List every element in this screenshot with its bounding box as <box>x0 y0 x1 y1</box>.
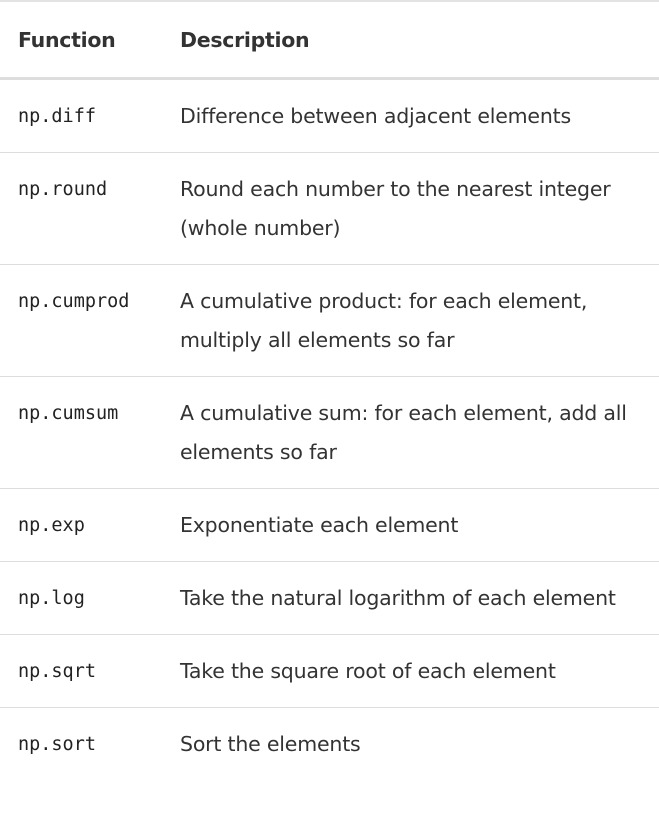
description-cell: Exponentiate each element <box>162 488 659 562</box>
table-row: np.sqrt Take the square root of each ele… <box>0 634 659 708</box>
function-cell: np.cumsum <box>0 376 162 489</box>
description-cell: Take the square root of each element <box>162 634 659 708</box>
description-cell: Difference between adjacent elements <box>180 104 571 128</box>
description-cell: Round each number to the nearest integer… <box>162 152 659 265</box>
header-row: Function Description <box>0 2 659 80</box>
function-name: np.diff <box>18 106 96 127</box>
function-cell: np.cumprod <box>0 264 162 377</box>
numpy-functions-table: Function Description np.diff Difference … <box>0 2 659 780</box>
description-cell: A cumulative sum: for each element, add … <box>162 376 659 489</box>
function-cell: np.sort <box>0 707 162 780</box>
function-name: np.round <box>18 179 108 200</box>
table-header: Function Description <box>0 2 659 80</box>
description-cell: Take the natural logarithm of each eleme… <box>162 561 659 635</box>
function-name: np.sort <box>18 734 96 755</box>
description-cell: A cumulative product: for each element, … <box>162 264 659 377</box>
table-row: np.cumprod A cumulative product: for eac… <box>0 264 659 377</box>
description-cell: Sort the elements <box>162 707 659 780</box>
top-rule <box>0 0 659 2</box>
function-cell: np.exp <box>0 488 162 562</box>
function-name: np.exp <box>18 515 85 536</box>
table-row: np.diff Difference between adjacent elem… <box>0 79 659 153</box>
function-cell: np.log <box>0 561 162 635</box>
table-row: np.exp Exponentiate each element <box>0 488 659 562</box>
column-header-description: Description <box>162 2 659 80</box>
table-row: np.sort Sort the elements <box>0 707 659 780</box>
function-name: np.sqrt <box>18 661 96 682</box>
function-name: np.cumsum <box>18 403 119 424</box>
table-row: np.round Round each number to the neares… <box>0 152 659 265</box>
table-body: np.diff Difference between adjacent elem… <box>0 79 659 780</box>
function-cell: np.diff <box>0 79 162 153</box>
function-cell: np.sqrt <box>0 634 162 708</box>
function-name: np.cumprod <box>18 291 130 312</box>
table-row: np.cumsum A cumulative sum: for each ele… <box>0 376 659 489</box>
function-cell: np.round <box>0 152 162 265</box>
column-header-function: Function <box>0 2 162 80</box>
table-row: np.log Take the natural logarithm of eac… <box>0 561 659 635</box>
function-name: np.log <box>18 588 85 609</box>
